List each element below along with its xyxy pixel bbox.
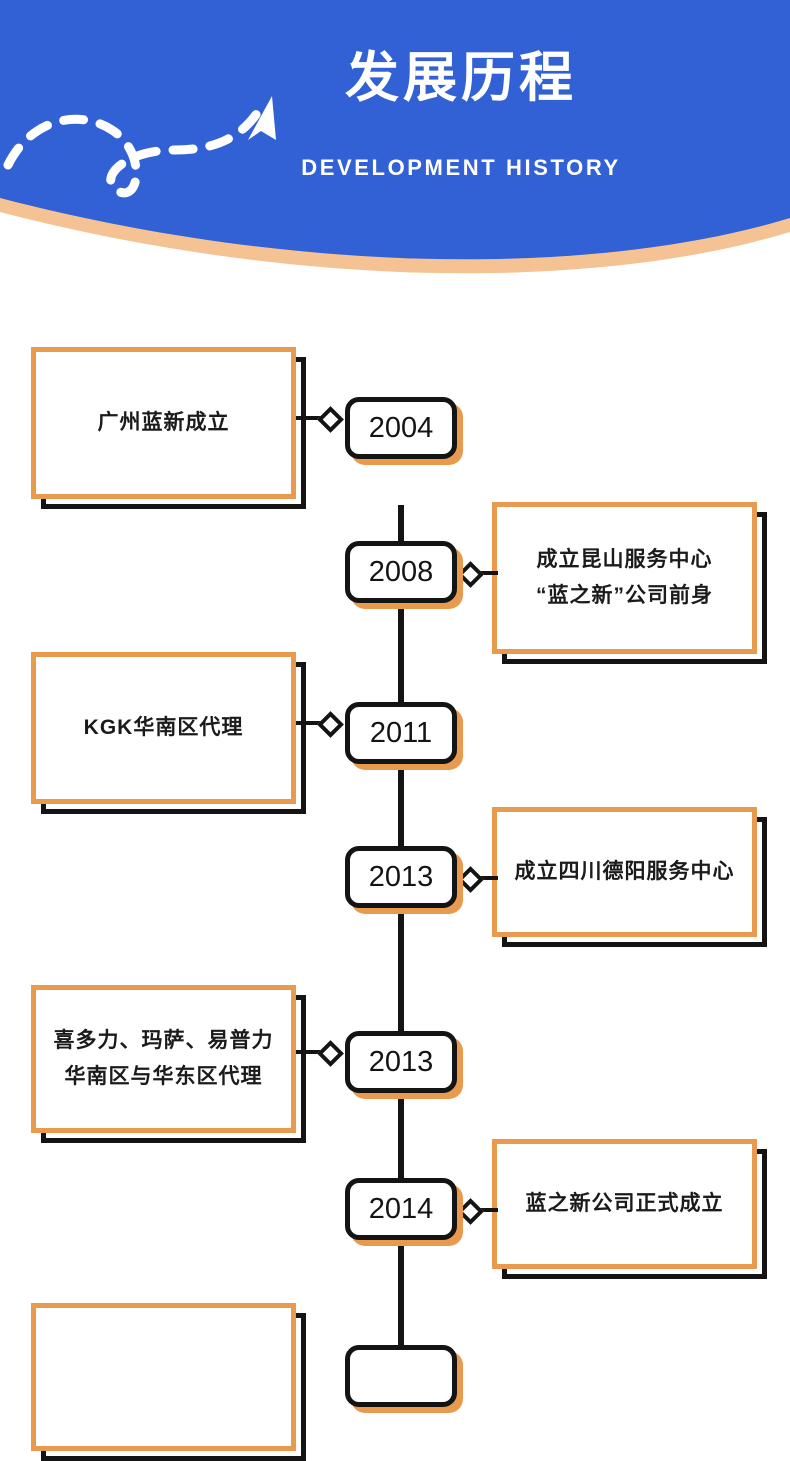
- page-title: 发展历程: [345, 48, 577, 108]
- timeline-year-node[interactable]: 2013: [345, 1031, 463, 1099]
- timeline-card[interactable]: 成立四川德阳服务中心: [492, 807, 767, 947]
- year-box: 2011: [345, 702, 457, 764]
- year-box: [345, 1345, 457, 1407]
- timeline-card[interactable]: KGK华南区代理: [31, 652, 306, 814]
- year-label: 2013: [368, 860, 434, 893]
- year-label: 2004: [368, 411, 434, 444]
- year-box: 2013: [345, 1031, 457, 1093]
- card-text: 广州蓝新成立: [97, 410, 230, 434]
- card-body: 广州蓝新成立: [31, 347, 296, 499]
- timeline-spine: [398, 290, 404, 1350]
- timeline-connector-stub: [296, 721, 324, 725]
- year-box: 2008: [345, 541, 457, 603]
- card-text: 成立四川德阳服务中心: [514, 859, 735, 883]
- header-background-shape: [0, 0, 790, 274]
- card-text: KGK华南区代理: [83, 715, 244, 739]
- timeline-diamond-icon: [317, 406, 344, 433]
- dashed-curve-arrow-icon: [3, 96, 276, 198]
- timeline-diamond-icon: [317, 1040, 344, 1067]
- year-box: 2014: [345, 1178, 457, 1240]
- page-header: 发展历程 DEVELOPMENT HISTORY: [0, 0, 790, 290]
- year-label: 2011: [369, 716, 433, 749]
- timeline-year-node[interactable]: 2013: [345, 846, 463, 914]
- year-label: 2013: [368, 1045, 434, 1078]
- timeline-card[interactable]: 广州蓝新成立: [31, 347, 306, 509]
- card-text: 喜多力、玛萨、易普力 华南区与华东区代理: [53, 1028, 274, 1088]
- card-body: KGK华南区代理: [31, 652, 296, 804]
- header-blue-shape: [0, 0, 790, 260]
- timeline-card[interactable]: 喜多力、玛萨、易普力 华南区与华东区代理: [31, 985, 306, 1143]
- timeline-connector-stub: [478, 876, 498, 880]
- year-label: 2014: [368, 1192, 434, 1225]
- year-box: 2013: [345, 846, 457, 908]
- page-subtitle: DEVELOPMENT HISTORY: [301, 155, 621, 180]
- year-label: 2008: [368, 555, 434, 588]
- card-text: 成立昆山服务中心 “蓝之新”公司前身: [536, 547, 713, 607]
- timeline: 广州蓝新成立 2004 成立昆山服务中心 “蓝之新”公司前身 2008 KGK华…: [0, 290, 790, 1461]
- timeline-diamond-icon: [317, 711, 344, 738]
- card-body: [31, 1303, 296, 1451]
- card-body: 喜多力、玛萨、易普力 华南区与华东区代理: [31, 985, 296, 1133]
- timeline-year-node[interactable]: 2008: [345, 541, 463, 609]
- timeline-year-node[interactable]: [345, 1345, 463, 1413]
- timeline-card[interactable]: 成立昆山服务中心 “蓝之新”公司前身: [492, 502, 767, 664]
- timeline-connector-stub: [296, 1050, 324, 1054]
- year-box: 2004: [345, 397, 457, 459]
- card-body: 成立昆山服务中心 “蓝之新”公司前身: [492, 502, 757, 654]
- timeline-card[interactable]: [31, 1303, 306, 1461]
- timeline-card[interactable]: 蓝之新公司正式成立: [492, 1139, 767, 1279]
- timeline-connector-stub: [478, 571, 498, 575]
- timeline-connector-stub: [478, 1208, 498, 1212]
- card-body: 成立四川德阳服务中心: [492, 807, 757, 937]
- timeline-connector-stub: [296, 416, 324, 420]
- card-body: 蓝之新公司正式成立: [492, 1139, 757, 1269]
- card-text: 蓝之新公司正式成立: [525, 1191, 724, 1215]
- timeline-year-node[interactable]: 2014: [345, 1178, 463, 1246]
- timeline-year-node[interactable]: 2011: [345, 702, 463, 770]
- timeline-year-node[interactable]: 2004: [345, 397, 463, 465]
